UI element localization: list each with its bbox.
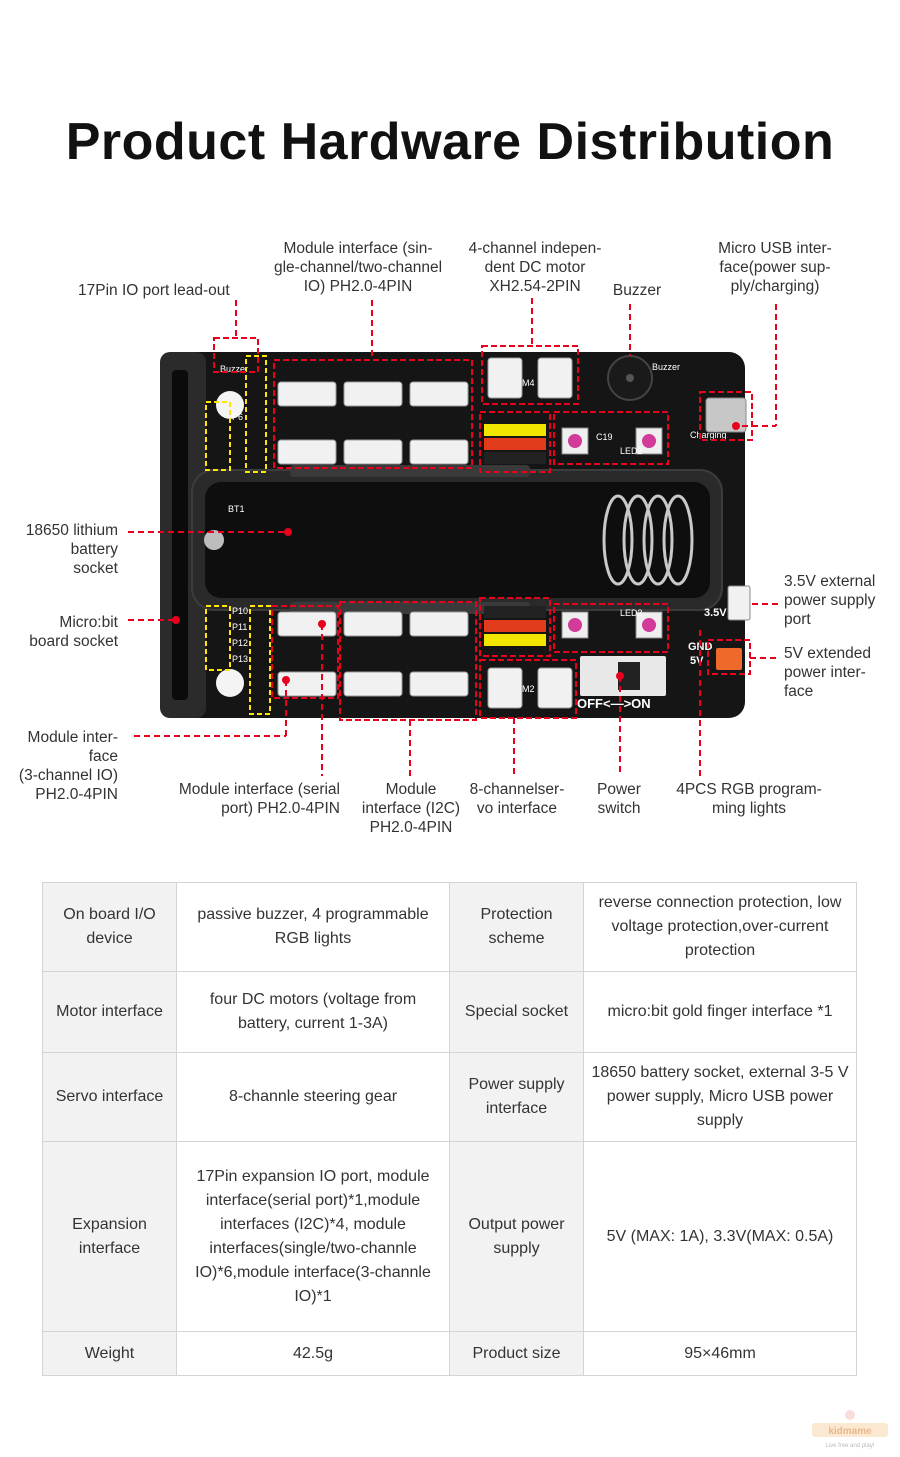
spec-key: Motor interface [42,971,177,1053]
box-dc-motor [481,345,579,405]
spec-key: Servo interface [42,1052,177,1142]
spec-key: Output power supply [449,1141,584,1332]
spec-key: Special socket [449,971,584,1053]
silk-p6: P6 [232,412,243,422]
silk-m2: M2 [522,684,535,694]
spec-value: 17Pin expansion IO port, module interfac… [176,1141,450,1332]
label-ext35: 3.5V external power supply port [784,573,876,628]
spec-value: four DC motors (voltage from battery, cu… [176,971,450,1053]
micro-usb-port [705,397,747,433]
label-power-switch: Power switch [597,781,641,817]
ph20-connectors-top [277,381,469,465]
box-servo-bottom [479,597,551,657]
table-row: On board I/O device passive buzzer, 4 pr… [42,882,857,972]
highlight-io-top [245,355,267,473]
silk-led3: LED3 [620,608,643,618]
label-module3: Module inter- face (3-channel IO) PH2.0-… [18,729,118,803]
silk-buzzer: Buzzer [220,364,248,374]
silk-bt1: BT1 [228,504,245,514]
table-row: Servo interface 8-channle steering gear … [42,1052,857,1142]
table-row: Motor interface four DC motors (voltage … [42,971,857,1053]
spec-key: Product size [449,1331,584,1376]
label-microbit: Micro:bit board socket [29,614,118,650]
box-servo-top [479,411,551,473]
silk-p10: P10 [232,606,248,616]
ext-power-port [727,585,751,621]
box-usb [699,391,753,441]
servo-header-top [484,424,546,464]
spec-value: 8-channle steering gear [176,1052,450,1142]
spec-key: On board I/O device [42,882,177,972]
spec-key: Power supply interface [449,1052,584,1142]
kidmame-logo: kidmame Live free and play! [812,1410,888,1449]
box-module-single [273,359,473,469]
label-ext5: 5V extended power inter- face [784,645,872,700]
silk-led2: LED2 [620,446,643,456]
servo-header-bottom [484,606,546,646]
silk-charging: Charging [690,430,727,440]
ph20-connectors-bottom [277,611,469,697]
label-servo: 8-channelser- vo interface [469,781,565,817]
ext-5v-port [716,648,742,670]
spec-value: micro:bit gold finger interface *1 [583,971,857,1053]
box-led-bottom [553,603,669,653]
spec-value: reverse connection protection, low volta… [583,882,857,972]
spec-value: 18650 battery socket, external 3-5 V pow… [583,1052,857,1142]
silk-35v: 3.5V [704,607,727,619]
silk-p11: P11 [232,622,247,632]
highlight-io-left-top [205,401,231,471]
box-i2c [339,601,477,721]
silk-gnd: GND [688,641,713,653]
silk-c19: C19 [596,432,613,442]
silk-buzzer-2: Buzzer [652,362,680,372]
box-led-top [553,411,669,465]
motor-connectors [487,357,573,709]
spec-key: Expansion interface [42,1141,177,1332]
silk-p13: P13 [232,654,248,664]
label-module-single: Module interface (sin- gle-channel/two-c… [273,240,443,295]
label-i2c: Module interface (I2C) PH2.0-4PIN [361,781,461,836]
buzzer-component [607,355,653,401]
battery-holder [191,465,723,614]
label-dc-motor: 4-channel indepen- dent DC motor XH2.54-… [468,240,602,295]
silk-5v: 5V [690,655,704,667]
mount-hole [216,669,244,697]
spec-value: 42.5g [176,1331,450,1376]
table-row: Weight 42.5g Product size 95×46mm [42,1331,857,1376]
table-row: Expansion interface 17Pin expansion IO p… [42,1141,857,1332]
label-battery: 18650 lithium battery socket [25,522,118,577]
silk-m4: M4 [522,378,535,388]
spec-value: 95×46mm [583,1331,857,1376]
watermark-name: kidmame [828,1426,872,1437]
label-usb: Micro USB inter- face(power sup- ply/cha… [718,240,832,295]
silk-p12: P12 [232,638,248,648]
watermark-slogan: Live free and play! [825,1443,874,1449]
spec-key: Protection scheme [449,882,584,972]
page-title: Product Hardware Distribution [65,113,835,171]
highlight-io-left-bottom [205,605,231,671]
spec-value: passive buzzer, 4 programmable RGB light… [176,882,450,972]
highlight-io-bottom [249,605,271,715]
microbit-socket [160,352,206,718]
silk-switch: OFF<—>ON [577,696,651,711]
spec-table: On board I/O device passive buzzer, 4 pr… [42,882,857,1376]
label-io-lead: 17Pin IO port lead-out [78,282,230,299]
spec-key: Weight [42,1331,177,1376]
box-serial [271,605,339,699]
board-diagram: Buzzer Buzzer M4 M2 LED2 C19 LED3 BT1 Ch… [128,298,778,776]
spec-value: 5V (MAX: 1A), 3.3V(MAX: 0.5A) [583,1141,857,1332]
label-serial: Module interface (serial port) PH2.0-4PI… [178,781,340,817]
label-rgb: 4PCS RGB program- ming lights [676,781,822,817]
label-buzzer: Buzzer [612,282,662,299]
box-motor-bottom [479,659,577,719]
box-io-lead [213,337,259,373]
